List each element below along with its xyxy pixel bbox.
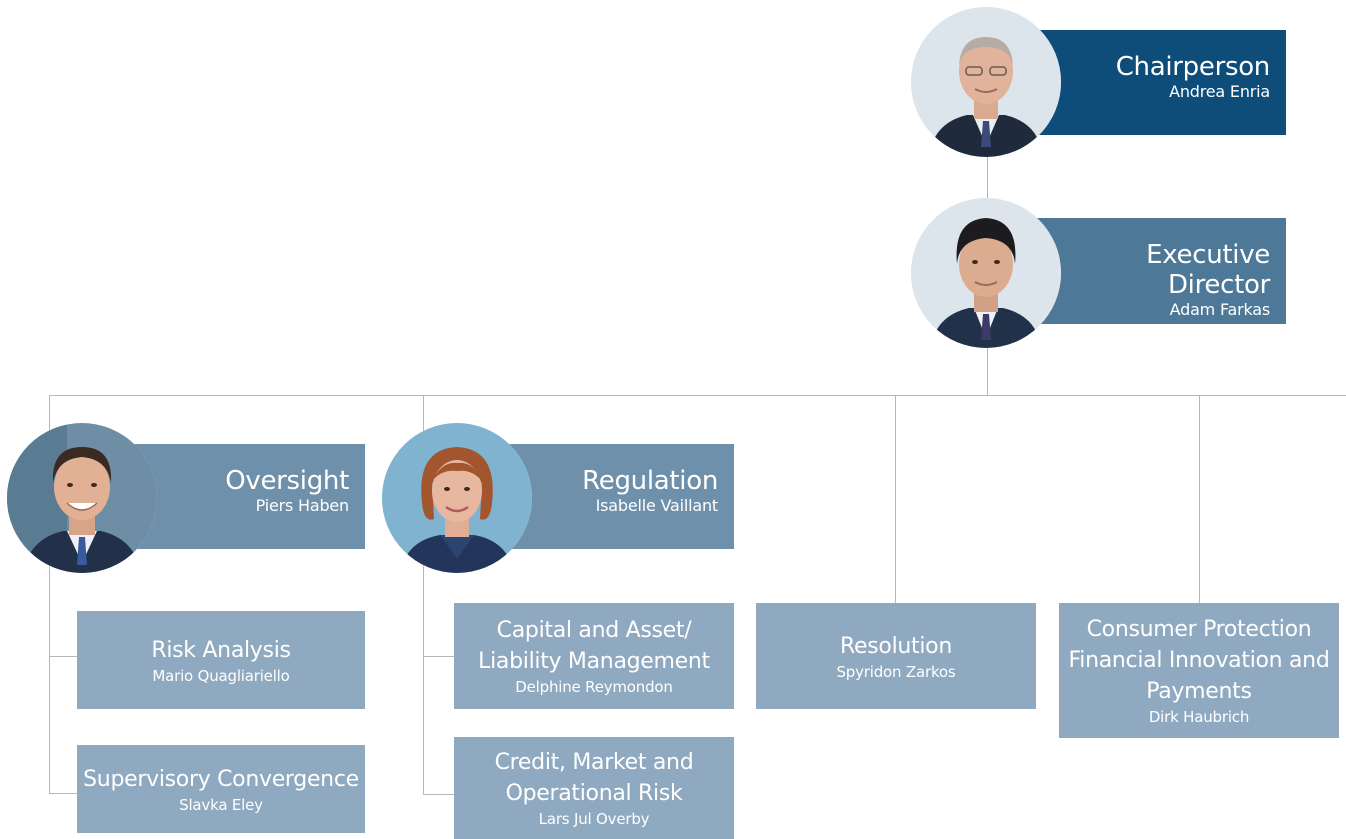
executive-portrait <box>911 198 1061 348</box>
chairperson-portrait <box>911 7 1061 157</box>
connector-bus-consumer <box>1199 395 1200 603</box>
resolution-name: Spyridon Zarkos <box>836 662 956 681</box>
risk-analysis-title: Risk Analysis <box>151 637 291 663</box>
consumer-title-line3: Payments <box>1146 679 1252 704</box>
connector-regulation-capital <box>423 656 454 657</box>
consumer-title-line2: Financial Innovation and <box>1068 648 1330 673</box>
regulation-title: Regulation <box>582 466 718 496</box>
connector-exec-bus <box>987 340 988 396</box>
risk-analysis-name: Mario Quagliariello <box>152 666 290 685</box>
connector-bus-oversight <box>49 395 50 793</box>
supervisory-convergence-name: Slavka Eley <box>179 795 263 814</box>
connector-oversight-risk <box>49 656 77 657</box>
risk-analysis-box: Risk Analysis Mario Quagliariello <box>77 611 365 709</box>
regulation-box: Regulation Isabelle Vaillant <box>504 444 734 549</box>
credit-name: Lars Jul Overby <box>538 810 650 828</box>
regulation-name: Isabelle Vaillant <box>595 496 719 515</box>
regulation-portrait <box>382 423 532 573</box>
resolution-title: Resolution <box>840 633 952 659</box>
connector-bus-regulation <box>423 395 424 795</box>
capital-title-line2: Liability Management <box>478 649 710 674</box>
credit-title-line2: Operational Risk <box>505 781 683 806</box>
connector-bus-resolution <box>895 395 896 603</box>
consumer-title-line1: Consumer Protection <box>1086 617 1312 642</box>
chairperson-name: Andrea Enria <box>1169 82 1270 101</box>
supervisory-convergence-box: Supervisory Convergence Slavka Eley <box>77 745 365 833</box>
oversight-portrait <box>7 423 157 573</box>
credit-title-line1: Credit, Market and <box>494 750 694 775</box>
oversight-box: Oversight Piers Haben <box>132 444 365 549</box>
connector-main-bus <box>49 395 1346 396</box>
chairperson-box: Chairperson Andrea Enria <box>1037 30 1286 135</box>
consumer-name: Dirk Haubrich <box>1148 708 1250 726</box>
supervisory-convergence-title: Supervisory Convergence <box>83 766 359 792</box>
oversight-title: Oversight <box>225 466 349 496</box>
capital-name: Delphine Reymondon <box>515 678 673 696</box>
capital-asset-liability-box: Capital and Asset/ Liability Management … <box>454 603 734 709</box>
consumer-protection-box: Consumer Protection Financial Innovation… <box>1059 603 1339 738</box>
executive-director-box: Executive Director Adam Farkas <box>1037 218 1286 324</box>
capital-title-line1: Capital and Asset/ <box>496 618 692 643</box>
connector-chair-exec <box>987 150 988 210</box>
credit-market-operational-box: Credit, Market and Operational Risk Lars… <box>454 737 734 839</box>
chairperson-title: Chairperson <box>1115 52 1271 82</box>
executive-director-title: Executive Director <box>1146 240 1270 300</box>
connector-regulation-credit <box>423 794 454 795</box>
resolution-box: Resolution Spyridon Zarkos <box>756 603 1036 709</box>
connector-oversight-convergence <box>49 793 77 794</box>
oversight-name: Piers Haben <box>255 496 350 515</box>
executive-director-name: Adam Farkas <box>1169 300 1271 319</box>
